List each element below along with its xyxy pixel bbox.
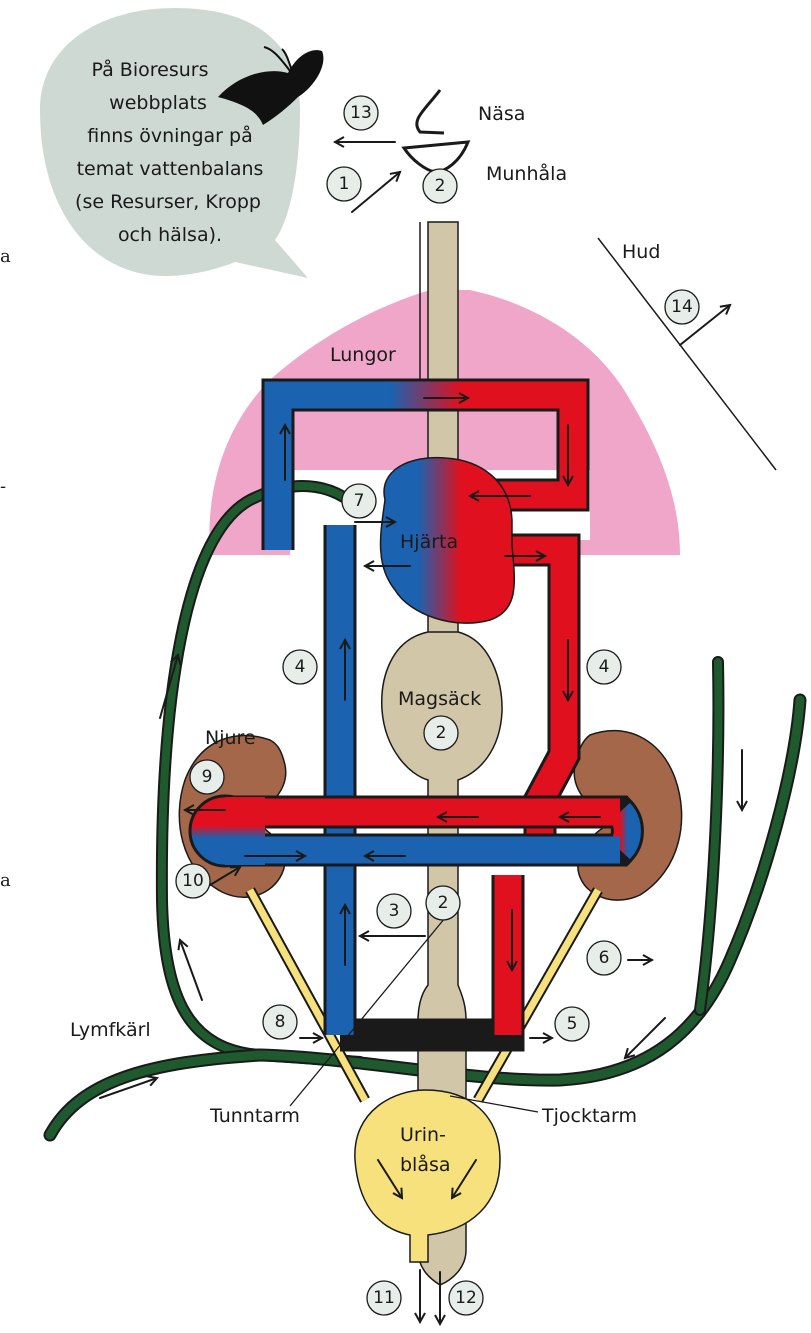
marker-8: 8: [263, 1005, 297, 1039]
large-intestine-label: Tjocktarm: [541, 1105, 637, 1127]
bubble-line-2: webbplats: [109, 92, 207, 114]
svg-text:4: 4: [295, 657, 306, 677]
marker-1: 1: [327, 167, 361, 201]
heart-label: Hjärta: [400, 531, 458, 553]
marker-13: 13: [344, 96, 378, 130]
svg-text:5: 5: [567, 1014, 578, 1034]
kidney-label: Njure: [205, 727, 256, 749]
marker-4-right: 4: [587, 650, 621, 684]
stomach-label: Magsäck: [398, 688, 481, 710]
bubble-line-5: (se Resurser, Kropp: [75, 191, 261, 213]
mouth-label: Munhåla: [486, 162, 567, 185]
nose-label: Näsa: [478, 103, 525, 125]
svg-text:12: 12: [455, 1288, 477, 1308]
edge-fragment-2: -: [0, 476, 6, 497]
bubble-line-6: och hälsa).: [118, 224, 222, 246]
marker-14: 14: [665, 290, 699, 324]
svg-text:4: 4: [599, 657, 610, 677]
lymph-label: Lymfkärl: [70, 1019, 151, 1041]
bladder-label-2: blåsa: [400, 1153, 451, 1176]
lungs-label: Lungor: [330, 344, 396, 366]
svg-text:3: 3: [389, 901, 400, 921]
bubble-line-3: finns övningar på: [87, 124, 252, 147]
bubble-line-1: På Bioresurs: [92, 58, 209, 81]
svg-text:6: 6: [599, 948, 610, 968]
bladder-label-1: Urin-: [400, 1124, 446, 1146]
marker-12: 12: [449, 1281, 483, 1315]
svg-text:7: 7: [354, 491, 365, 511]
svg-text:10: 10: [182, 871, 204, 891]
svg-text:2: 2: [435, 176, 446, 196]
svg-text:14: 14: [671, 297, 693, 317]
edge-fragment-1: a: [0, 246, 11, 267]
marker-10: 10: [176, 864, 210, 898]
bubble-line-4: temat vattenbalans: [77, 158, 264, 180]
nose-shape: [417, 90, 444, 133]
svg-text:1: 1: [339, 174, 350, 194]
marker-4-left: 4: [283, 650, 317, 684]
edge-fragment-3: a: [0, 870, 11, 891]
marker-6: 6: [587, 941, 621, 975]
skin-label: Hud: [622, 241, 660, 263]
marker-2-stomach: 2: [424, 716, 458, 750]
svg-text:2: 2: [436, 723, 447, 743]
marker-7: 7: [342, 484, 376, 518]
marker-11: 11: [367, 1281, 401, 1315]
svg-text:8: 8: [275, 1012, 286, 1032]
svg-text:2: 2: [438, 893, 449, 913]
mouth-shape: [404, 142, 468, 172]
urinary-bladder: [355, 1090, 500, 1262]
small-intestine-label: Tunntarm: [209, 1105, 300, 1127]
marker-2-intestine: 2: [426, 886, 460, 920]
svg-text:11: 11: [373, 1288, 395, 1308]
svg-text:13: 13: [350, 103, 372, 123]
marker-2-mouth: 2: [423, 169, 457, 203]
marker-3: 3: [377, 894, 411, 928]
marker-5: 5: [555, 1007, 589, 1041]
marker-9: 9: [190, 760, 224, 794]
svg-text:9: 9: [202, 767, 213, 787]
